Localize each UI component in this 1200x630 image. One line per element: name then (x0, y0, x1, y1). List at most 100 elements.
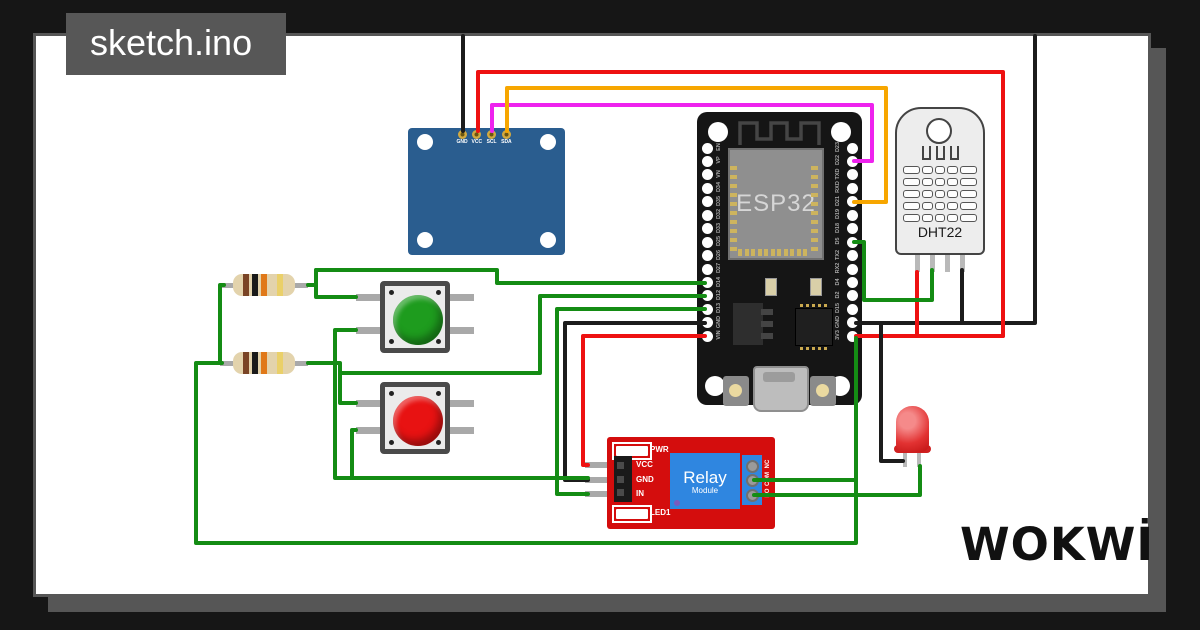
chip-pin (806, 304, 809, 307)
relay-title: Relay (683, 467, 727, 487)
esp32-pin-txd[interactable] (846, 169, 858, 181)
resistor-band (277, 352, 283, 374)
module-pad (730, 220, 737, 224)
esp32-pin-d18[interactable] (846, 223, 858, 235)
esp32-pin-vp[interactable] (701, 155, 713, 167)
chip-pin (812, 304, 815, 307)
sketch-tab-label: sketch.ino (90, 22, 253, 63)
esp32-pin-d23[interactable] (846, 142, 858, 154)
redbutton-lead (356, 400, 382, 407)
module-pad (730, 238, 737, 242)
oled-hole (417, 134, 433, 150)
vent-slot (934, 190, 946, 198)
oled-pin-gnd[interactable] (457, 129, 467, 139)
module-pad (770, 249, 775, 256)
esp32-pin-vin[interactable] (701, 330, 713, 342)
oled-hole (540, 232, 556, 248)
esp32-pin-label-3v3: 3V3 (835, 330, 841, 341)
relay-terminal-label-no: NO (765, 488, 771, 498)
esp32-pin-d35[interactable] (701, 196, 713, 208)
sketch-tab[interactable]: sketch.ino (66, 13, 286, 75)
green-button-cap[interactable] (393, 295, 443, 345)
relay-terminal-nc[interactable] (745, 459, 759, 473)
module-pad (803, 249, 807, 256)
resistor1[interactable] (233, 274, 295, 296)
esp32-pin-tx2[interactable] (846, 250, 858, 262)
esp32-pin-d21[interactable] (846, 196, 858, 208)
esp32-pin-d14[interactable] (701, 277, 713, 288)
resistor-band (277, 274, 283, 296)
vent-slot (947, 214, 958, 222)
relay-terminal-com[interactable] (745, 474, 759, 487)
module-pad (730, 211, 737, 215)
dht22-mount-hole (926, 118, 952, 144)
relay-dot (674, 500, 680, 506)
vent-slot (903, 190, 921, 198)
esp32-en-button[interactable] (723, 376, 749, 406)
oled-pin-sda[interactable] (501, 129, 511, 139)
vent-slot (934, 166, 946, 174)
vent-slot (959, 178, 978, 186)
esp32-pin-d32[interactable] (701, 209, 713, 221)
chip-pin (812, 347, 815, 350)
esp32-pin-d4[interactable] (846, 277, 858, 288)
resistor-band (261, 352, 267, 374)
relay-pin-header (614, 456, 632, 502)
oled-pin-vcc[interactable] (472, 129, 482, 139)
voltage-regulator (733, 303, 773, 345)
esp32-pin-d15[interactable] (846, 303, 858, 315)
dht22-vents (903, 166, 978, 226)
esp32-pin-d22[interactable] (846, 155, 858, 167)
oled-pin-scl[interactable] (487, 129, 497, 139)
esp32-pin-d26[interactable] (701, 250, 713, 262)
dht22-notch (936, 146, 945, 160)
resistor1-lead (220, 283, 235, 288)
esp32-pin-en[interactable] (701, 142, 713, 154)
esp32-pin-d25[interactable] (701, 236, 713, 248)
relay-pin-label-gnd: GND (636, 474, 654, 484)
vent-row (903, 214, 978, 222)
esp32-pin-d12[interactable] (701, 290, 713, 302)
relay-led1-label: LED1 (650, 508, 671, 517)
oled-hole (540, 134, 556, 150)
esp32-pin-gnd[interactable] (846, 317, 858, 329)
chip-pin (818, 347, 821, 350)
esp32-antenna (738, 121, 821, 145)
chip-pin (800, 304, 803, 307)
usb-connector (753, 366, 809, 412)
green-pushbutton[interactable] (380, 281, 450, 353)
resistor2[interactable] (233, 352, 295, 374)
esp32-pin-d33[interactable] (701, 223, 713, 235)
module-pad (811, 202, 818, 206)
led-cathode-leg (903, 451, 907, 467)
vent-slot (922, 190, 933, 198)
esp32-pin-vn[interactable] (701, 169, 713, 181)
vent-slot (959, 202, 978, 210)
red-button-cap[interactable] (393, 396, 443, 446)
esp32-pin-rxd[interactable] (846, 182, 858, 194)
esp32-pin-gnd[interactable] (701, 317, 713, 329)
esp32-pin-d19[interactable] (846, 209, 858, 221)
module-pad (744, 249, 749, 256)
relay-terminal-no[interactable] (745, 488, 759, 502)
red-led[interactable] (896, 406, 929, 452)
greenbutton-lead (356, 327, 382, 334)
esp32-pin-d5[interactable] (846, 236, 858, 248)
module-pad (777, 249, 781, 256)
esp32-pin-d13[interactable] (701, 303, 713, 315)
module-pad (730, 184, 737, 188)
dht22-notch (950, 146, 959, 160)
relay-box: Relay Module (670, 453, 740, 509)
esp32-boot-button[interactable] (810, 376, 836, 406)
led-anode-leg (917, 451, 921, 467)
module-pad (811, 229, 818, 233)
esp32-pin-rx2[interactable] (846, 263, 858, 275)
esp32-pin-d27[interactable] (701, 263, 713, 275)
esp32-pin-d2[interactable] (846, 290, 858, 302)
esp32-pin-3v3[interactable] (846, 330, 858, 342)
relay-subtitle: Module (691, 485, 719, 495)
red-pushbutton[interactable] (380, 382, 450, 454)
vent-slot (947, 190, 958, 198)
vent-slot (922, 178, 933, 186)
esp32-pin-d34[interactable] (701, 182, 713, 194)
